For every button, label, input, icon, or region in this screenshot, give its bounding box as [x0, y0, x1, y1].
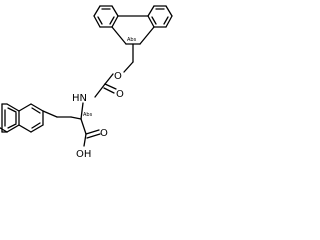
naphthalene-right-ring [18, 103, 44, 133]
fluorene-right-ring [147, 5, 173, 28]
carbamate-ether-oxygen: O [114, 71, 122, 82]
acid-hydroxyl-label: OH [76, 149, 91, 160]
fluorenyl-stereo-label: Abs [127, 37, 137, 43]
structure-canvas: Abs O O HN Abs O OH [0, 0, 186, 166]
amino-acid-backbone [42, 102, 101, 147]
acid-carbonyl-oxygen: O [100, 128, 108, 139]
fmoc-linker [94, 43, 134, 98]
carbamate-carbonyl-oxygen: O [116, 89, 124, 100]
molecule-drawing: Abs O O HN Abs O OH [0, 5, 173, 160]
alpha-carbon-stereo-label: Abs [83, 112, 93, 118]
naphthalene-left-ring-edge [1, 103, 8, 133]
naphthalene-left-ring [0, 103, 20, 133]
amine-nh-label: HN [72, 93, 87, 104]
fluorene-left-ring [93, 5, 119, 28]
